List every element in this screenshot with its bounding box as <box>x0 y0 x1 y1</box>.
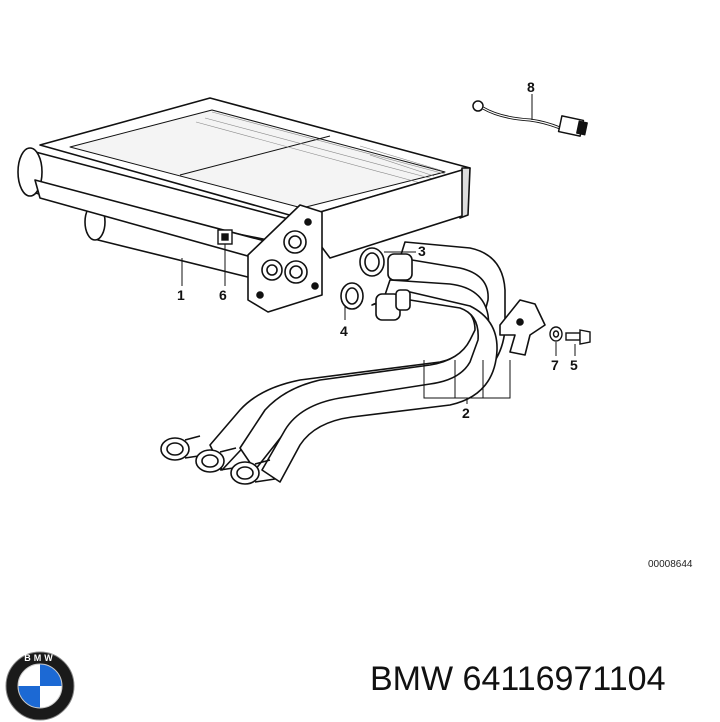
callout-1: 1 <box>177 287 185 303</box>
part-number-label: BMW 64116971104 <box>370 660 666 698</box>
pipe-end-1 <box>160 435 206 461</box>
bolt <box>565 329 591 345</box>
callout-2: 2 <box>462 405 470 421</box>
o-rings <box>340 247 385 310</box>
pipe-bracket <box>499 299 546 356</box>
callout-5: 5 <box>570 357 578 373</box>
pipe-end-3 <box>230 459 276 485</box>
callout-6: 6 <box>219 287 227 303</box>
sensor-harness <box>472 100 588 137</box>
pipe-end-2 <box>195 447 241 473</box>
pipe-assembly <box>160 241 506 485</box>
reference-code: 00008644 <box>648 559 693 570</box>
bmw-roundel-logo-icon: BMW <box>5 651 75 721</box>
leader-lines <box>181 94 576 404</box>
callout-7: 7 <box>551 357 559 373</box>
clip-part <box>217 229 233 245</box>
logo-text: BMW <box>24 653 56 663</box>
callout-3: 3 <box>418 243 426 259</box>
washer <box>549 326 563 342</box>
core-flange-plate <box>247 204 323 313</box>
callout-8: 8 <box>527 79 535 95</box>
callout-4: 4 <box>340 323 348 339</box>
